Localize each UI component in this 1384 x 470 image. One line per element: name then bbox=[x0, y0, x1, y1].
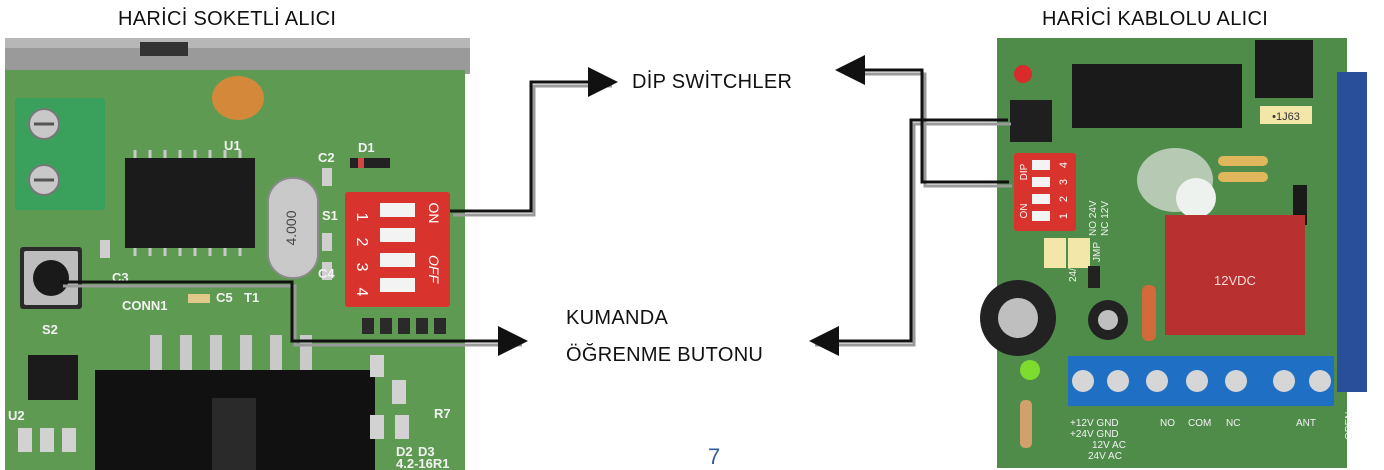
left-crystal-text: 4.000 bbox=[283, 210, 299, 245]
right-dip-label: DIP bbox=[1019, 163, 1030, 180]
right-header bbox=[1010, 100, 1052, 142]
right-learn-arrow bbox=[809, 118, 1008, 356]
left-crystal bbox=[267, 177, 319, 279]
left-ic-u1 bbox=[125, 158, 255, 248]
right-red-led bbox=[1014, 65, 1032, 83]
silk-d2: D2 bbox=[396, 444, 413, 459]
silk-s2: S2 bbox=[42, 322, 58, 337]
silk-u1: U1 bbox=[224, 138, 241, 153]
connector-lines bbox=[60, 55, 1012, 356]
right-dip-arrow bbox=[835, 55, 1009, 184]
right-terminal-label-3: 12V AC bbox=[1092, 440, 1126, 451]
right-terminal-label-2: +24V GND bbox=[1070, 429, 1119, 440]
right-dip-number-2: 2 bbox=[1058, 196, 1070, 202]
right-relay-text: 12VDC bbox=[1214, 273, 1256, 288]
left-board-title: HARİCİ SOKETLİ ALICI bbox=[118, 8, 337, 30]
dip-switch-label: DİP SWİTCHLER bbox=[632, 71, 793, 93]
left-dip-number-3: 3 bbox=[353, 263, 370, 272]
right-terminal-label-nc: NC bbox=[1226, 418, 1240, 429]
left-learn-arrow bbox=[60, 280, 528, 356]
right-board-title: HARİCİ KABLOLU ALICI bbox=[1042, 8, 1269, 30]
left-dip-on-label: ON bbox=[426, 203, 442, 224]
left-dip-off-label: OFF bbox=[426, 255, 442, 284]
right-ic-sticker: •1J63 bbox=[1272, 111, 1300, 123]
right-jumper-label-2: NC 12V bbox=[1100, 201, 1111, 236]
learn-button-label-line2: ÖĞRENME BUTONU bbox=[566, 344, 764, 366]
right-jumper-label-4: 24/12 bbox=[1068, 257, 1079, 282]
right-dip-number-3: 3 bbox=[1058, 179, 1070, 185]
right-terminal-label-com: COM bbox=[1188, 418, 1211, 429]
silk-conn1: CONN1 bbox=[122, 298, 168, 313]
left-ceramic-capacitor bbox=[212, 76, 264, 120]
right-board-photo: •1J63 DIP ON 4 3 2 1 NO 24V NC 12V JMP bbox=[980, 38, 1367, 468]
right-dip-on-label: ON bbox=[1019, 204, 1030, 219]
left-diode-d1 bbox=[350, 158, 390, 168]
silk-c4: C4 bbox=[318, 266, 335, 281]
right-terminal-label-ant: ANT bbox=[1296, 418, 1316, 429]
left-learn-button bbox=[20, 247, 82, 309]
silk-u2: U2 bbox=[8, 408, 25, 423]
left-dip-number-1: 1 bbox=[353, 213, 370, 222]
right-dip-number-1: 1 bbox=[1058, 213, 1070, 219]
right-terminal-label-no: NO bbox=[1160, 418, 1175, 429]
left-dip-switch: 1 2 3 4 ON OFF bbox=[345, 192, 450, 307]
left-board-header bbox=[5, 44, 470, 74]
silk-s1: S1 bbox=[322, 208, 338, 223]
silk-d1: D1 bbox=[358, 140, 375, 155]
right-terminal-label-4: 24V AC bbox=[1088, 451, 1122, 462]
page-number: 7 bbox=[708, 444, 721, 469]
right-small-ic bbox=[1255, 40, 1313, 98]
silk-c5: C5 bbox=[216, 290, 233, 305]
right-dip-switch: DIP ON 4 3 2 1 bbox=[1014, 153, 1076, 231]
left-board-photo: 4.000 1 2 3 4 ON OFF bbox=[5, 38, 470, 470]
right-jumper-label-3: JMP bbox=[1092, 242, 1103, 262]
silk-c2: C2 bbox=[318, 150, 335, 165]
left-dip-number-4: 4 bbox=[353, 288, 370, 297]
right-terminal-block bbox=[1068, 356, 1334, 406]
right-terminal-label-1: +12V GND bbox=[1070, 418, 1119, 429]
silk-t1: T1 bbox=[244, 290, 259, 305]
silk-d3: D3 bbox=[418, 444, 435, 459]
right-rf-module bbox=[1337, 72, 1367, 392]
left-dip-number-2: 2 bbox=[353, 238, 370, 247]
left-dip-arrow bbox=[450, 67, 618, 213]
right-relay bbox=[1165, 215, 1305, 335]
right-dip-number-4: 4 bbox=[1058, 162, 1070, 168]
left-screw-terminal bbox=[15, 98, 105, 210]
right-terminal-label-open: OPEN bbox=[1344, 412, 1355, 440]
learn-button-label-line1: KUMANDA bbox=[566, 307, 669, 329]
silk-model: 4.2-16R1 bbox=[396, 456, 449, 470]
right-jumper-label-1: NO 24V bbox=[1088, 200, 1099, 236]
right-green-led bbox=[1020, 360, 1040, 380]
left-ic-u2 bbox=[28, 355, 78, 400]
right-main-ic bbox=[1072, 64, 1242, 128]
silk-r7: R7 bbox=[434, 406, 451, 421]
